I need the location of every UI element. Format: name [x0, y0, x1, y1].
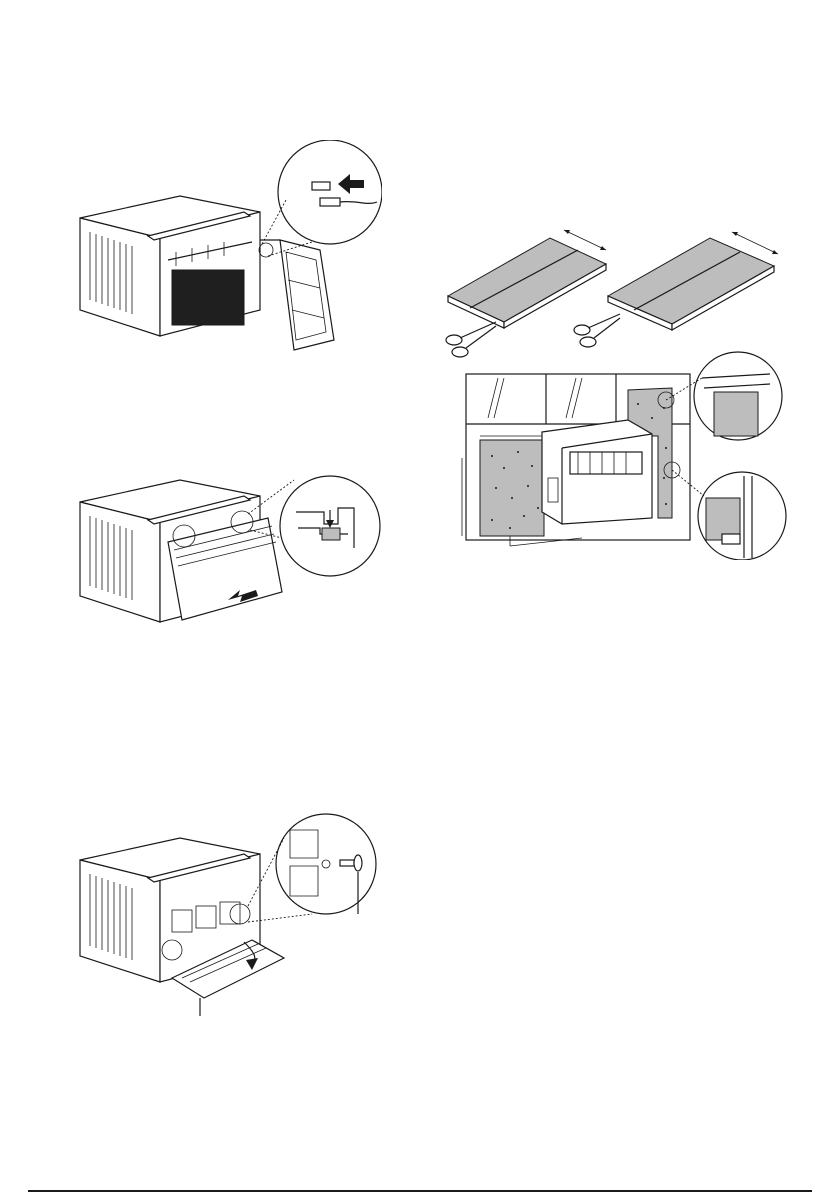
- figure-attach-front-grille: [72, 462, 382, 642]
- ac-unit-icon: [80, 196, 260, 336]
- scissors-icon: [574, 314, 620, 347]
- figure-install-in-window: [452, 348, 792, 560]
- foam-panel-icon: [608, 238, 774, 330]
- dimension-arrow-icon: [564, 230, 778, 254]
- front-panel-open-icon: [260, 240, 334, 350]
- ac-unit-icon: [542, 420, 652, 524]
- figure-connect-power-plug: [72, 140, 382, 365]
- figure-secure-grille-screw: [72, 810, 382, 1020]
- hook-tab-detail-icon: [280, 476, 380, 576]
- figure-cut-foam-panels: [440, 222, 790, 362]
- foam-panel-icon: [448, 238, 606, 328]
